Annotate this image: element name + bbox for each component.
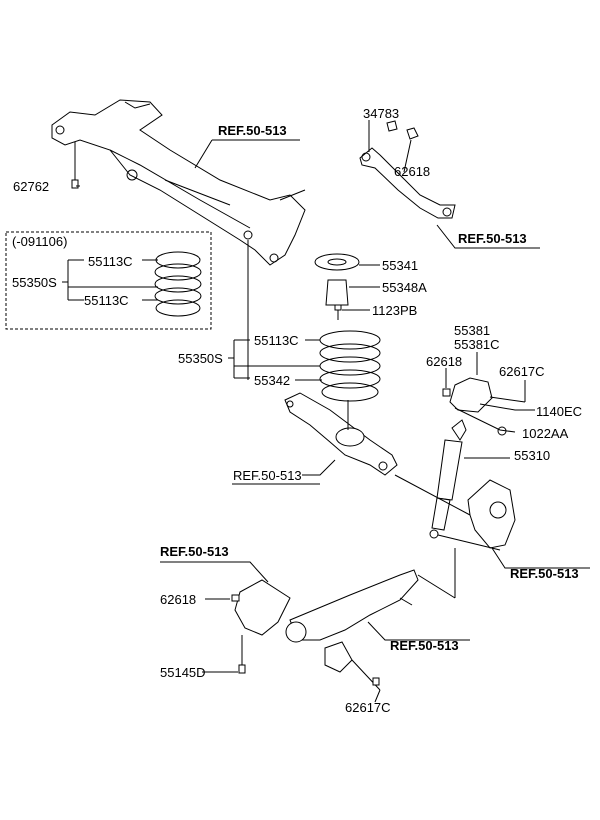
spring-pad-part (314, 253, 360, 271)
mount-bracket-part (234, 579, 291, 636)
ref-label-knuckle[interactable]: REF.50-513 (510, 566, 579, 581)
inset-box (5, 231, 212, 330)
part-label-34783: 34783 (363, 106, 399, 121)
trailing-arm-part (285, 569, 419, 673)
part-label-55113c: 55113C (84, 293, 129, 308)
part-label-62762: 62762 (13, 179, 49, 194)
ref-label-lower-arm[interactable]: REF.50-513 (233, 468, 302, 483)
part-label-55341: 55341 (382, 258, 418, 273)
part-label-1140ec: 1140EC (536, 404, 582, 419)
part-label-62618: 62618 (394, 164, 430, 179)
crossmember-part (51, 99, 306, 266)
part-label-55381c: 55381C (454, 337, 500, 352)
part-label-55348a: 55348A (382, 280, 427, 295)
part-label-55113c: 55113C (254, 333, 299, 348)
part-label-62617c: 62617C (345, 700, 391, 715)
part-label-55350s: 55350S (178, 351, 223, 366)
part-label-62617c: 62617C (499, 364, 545, 379)
inset-date-label: (-091106) (12, 234, 67, 249)
bump-stopper-part (325, 279, 349, 306)
part-label-1022aa: 1022AA (522, 426, 569, 441)
upper-arm-part (359, 120, 456, 219)
bracket-part (449, 377, 493, 413)
ref-label-crossmember[interactable]: REF.50-513 (218, 123, 287, 138)
coil-spring (319, 330, 381, 402)
part-label-1123pb: 1123PB (372, 303, 417, 318)
inset-spring (154, 251, 202, 317)
part-label-62618: 62618 (160, 592, 196, 607)
part-label-55381: 55381 (454, 323, 490, 338)
part-label-55310: 55310 (514, 448, 550, 463)
ref-label-bracket[interactable]: REF.50-513 (160, 544, 229, 559)
shock-absorber-part (429, 419, 467, 539)
part-label-62618: 62618 (426, 354, 462, 369)
part-label-55113c: 55113C (88, 254, 133, 269)
part-label-55342: 55342 (254, 373, 290, 388)
ref-label-upper-arm[interactable]: REF.50-513 (458, 231, 527, 246)
ref-label-trailing-arm[interactable]: REF.50-513 (390, 638, 459, 653)
part-label-55145d: 55145D (160, 665, 206, 680)
lower-arm-part (284, 392, 398, 476)
part-label-55350s: 55350S (12, 275, 57, 290)
